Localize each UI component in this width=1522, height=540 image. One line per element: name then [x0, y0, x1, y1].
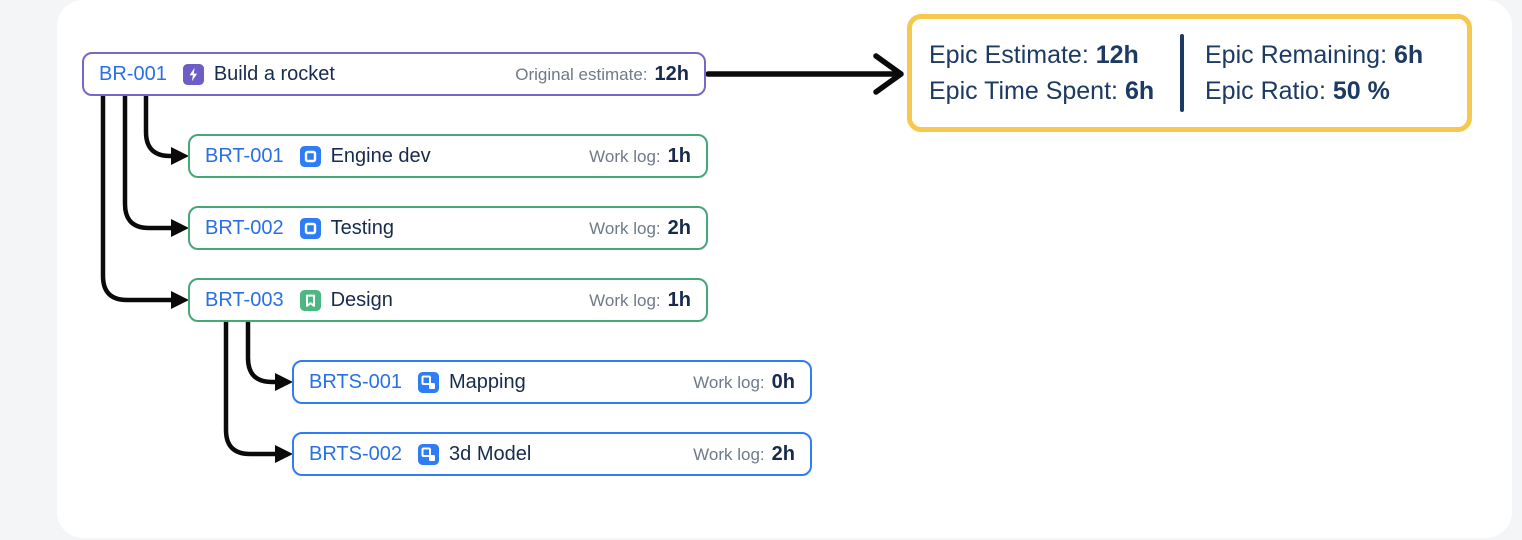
subtask-1-key: BRTS-001: [309, 370, 403, 393]
subtask-2-worklog-value: 2h: [771, 442, 795, 465]
epic-estimate-stat-label: Epic Estimate:: [929, 40, 1089, 69]
subtask-icon: [418, 443, 440, 465]
panel-left-column: Epic Estimate: 12h Epic Time Spent: 6h: [912, 41, 1180, 106]
epic-ratio-stat: Epic Ratio: 50 %: [1205, 77, 1423, 106]
task-icon: [299, 217, 321, 239]
epic-icon: [182, 63, 204, 85]
task-1-worklog-label: Work log:: [589, 146, 661, 166]
subtask-1-worklog-value: 0h: [771, 370, 795, 393]
epic-ratio-stat-label: Epic Ratio:: [1205, 76, 1326, 105]
task-2-worklog-label: Work log:: [589, 218, 661, 238]
epic-time-spent-stat-value: 6h: [1124, 76, 1155, 105]
epic-summary: Build a rocket: [213, 62, 335, 85]
epic-ratio-stat-value: 50 %: [1332, 76, 1390, 105]
epic-remaining-stat-value: 6h: [1393, 40, 1424, 69]
task-icon: [299, 145, 321, 167]
subtask-1-worklog: Work log: 0h: [693, 371, 795, 394]
subtask-2-summary: 3d Model: [449, 442, 532, 465]
task-row-1: BRT-001 Engine dev Work log: 1h: [188, 134, 708, 178]
task-2-summary: Testing: [330, 216, 394, 239]
task-row-2: BRT-002 Testing Work log: 2h: [188, 206, 708, 250]
task-3-key: BRT-003: [205, 288, 284, 311]
task-1-worklog-value: 1h: [667, 144, 691, 167]
panel-divider: [1180, 34, 1184, 112]
epic-row: BR-001 Build a rocket Original estimate:…: [82, 52, 706, 96]
panel-right-column: Epic Remaining: 6h Epic Ratio: 50 %: [1184, 41, 1423, 106]
epic-estimate-stat-value: 12h: [1095, 40, 1139, 69]
epic-key: BR-001: [99, 62, 167, 85]
epic-summary-panel: Epic Estimate: 12h Epic Time Spent: 6h E…: [907, 14, 1472, 132]
epic-remaining-stat: Epic Remaining: 6h: [1205, 41, 1423, 70]
task-1-summary: Engine dev: [330, 144, 431, 167]
subtask-2-key: BRTS-002: [309, 442, 403, 465]
subtask-1-worklog-label: Work log:: [693, 372, 765, 392]
epic-time-spent-stat-label: Epic Time Spent:: [929, 76, 1118, 105]
task-3-worklog: Work log: 1h: [589, 289, 691, 312]
story-icon: [299, 289, 321, 311]
subtask-2-worklog-label: Work log:: [693, 444, 765, 464]
task-2-key: BRT-002: [205, 216, 284, 239]
task-3-summary: Design: [330, 288, 393, 311]
epic-estimate-value: 12h: [654, 62, 689, 85]
task-2-worklog: Work log: 2h: [589, 217, 691, 240]
task-1-key: BRT-001: [205, 144, 284, 167]
subtask-icon: [418, 371, 440, 393]
epic-estimate: Original estimate: 12h: [515, 63, 689, 86]
subtask-row-2: BRTS-002 3d Model Work log: 2h: [292, 432, 812, 476]
subtask-1-summary: Mapping: [449, 370, 526, 393]
task-2-worklog-value: 2h: [667, 216, 691, 239]
epic-remaining-stat-label: Epic Remaining:: [1205, 40, 1388, 69]
epic-estimate-stat: Epic Estimate: 12h: [929, 41, 1180, 70]
subtask-2-worklog: Work log: 2h: [693, 443, 795, 466]
task-row-3: BRT-003 Design Work log: 1h: [188, 278, 708, 322]
task-3-worklog-label: Work log:: [589, 290, 661, 310]
task-3-worklog-value: 1h: [667, 288, 691, 311]
subtask-row-1: BRTS-001 Mapping Work log: 0h: [292, 360, 812, 404]
epic-estimate-label: Original estimate:: [515, 64, 648, 84]
task-1-worklog: Work log: 1h: [589, 145, 691, 168]
epic-time-spent-stat: Epic Time Spent: 6h: [929, 77, 1180, 106]
